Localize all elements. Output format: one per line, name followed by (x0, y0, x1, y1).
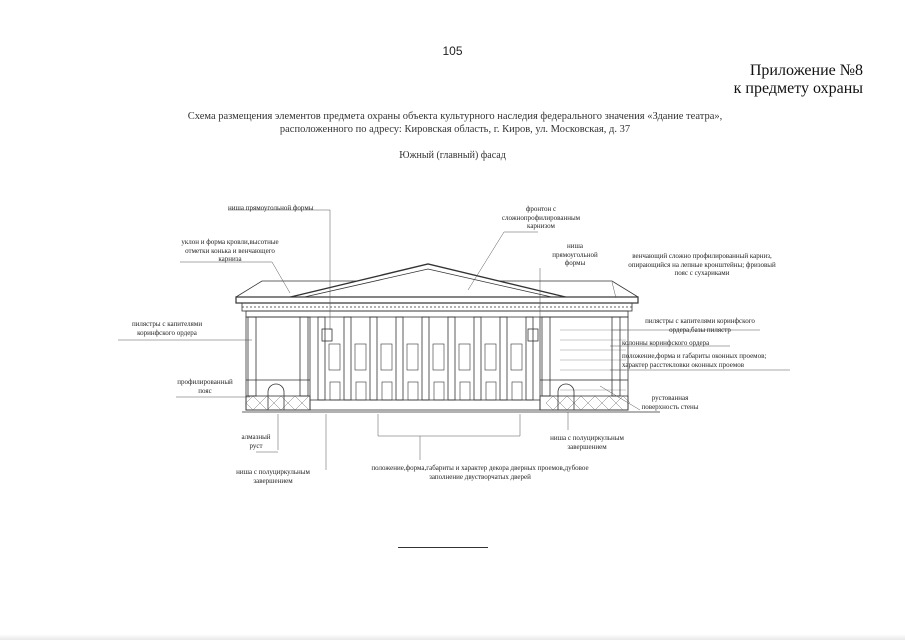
label-rusticated-wall: рустованная поверхность стены (632, 394, 708, 411)
label-line: завершением (567, 442, 607, 451)
niche-semicircle (267, 383, 285, 410)
label-line: сложнопрофилированным (501, 213, 581, 222)
label-niche-semicircle-right: ниша с полуциркульным завершением (534, 434, 640, 451)
column (473, 316, 482, 401)
colonnade (317, 316, 534, 401)
label-line: поверхность стены (641, 402, 699, 411)
label-line: коринфского ордера (137, 328, 197, 337)
label-doors: положение,форма,габариты и характер деко… (350, 464, 610, 481)
label-profiled-belt: профилированный пояс (160, 378, 250, 395)
bottom-rule (398, 547, 488, 548)
label-line: руст (249, 441, 263, 450)
heading-line-2: расположенного по адресу: Кировская обла… (279, 124, 631, 135)
label-line: характер расстекловки оконных проемов (622, 360, 745, 369)
pilaster (611, 316, 621, 397)
label-line: пояс с сухариками (674, 269, 730, 277)
pilaster (247, 316, 257, 397)
facade-title: Южный (главный) фасад (399, 150, 506, 161)
label-line: ниша (567, 242, 583, 250)
label-line: профилированный (177, 378, 233, 386)
label-crowning-cornice: венчающий сложно профилированный карниз,… (612, 252, 792, 278)
pilaster (541, 316, 551, 397)
frieze (241, 302, 633, 312)
column (343, 316, 352, 401)
column (369, 316, 378, 401)
label-line: ордера,базы пилястр (669, 325, 731, 334)
diamond-rust-right (539, 395, 629, 411)
label-line: карнизом (527, 222, 555, 230)
label-line: фронтон с (525, 205, 557, 213)
niche-semicircle (557, 383, 575, 410)
document-heading: Схема размещения элементов предмета охра… (120, 110, 790, 136)
column (525, 316, 534, 401)
label-windows: положение,форма и габариты оконных проем… (622, 352, 766, 369)
label-line: алмазный (241, 433, 271, 441)
label-line: ниша с полуциркульным (236, 468, 310, 476)
crowning-cornice (235, 296, 639, 304)
label-diamond-rust: алмазный руст (236, 433, 276, 450)
rusticated-hatch (560, 329, 626, 391)
pilaster (299, 316, 309, 397)
entablature (245, 310, 629, 318)
diamond-rust-left (245, 395, 311, 411)
label-line: пояс (198, 386, 212, 395)
label-line: формы (564, 259, 586, 267)
label-line: рустованная (651, 394, 689, 402)
label-roof-slope: уклон и форма кровли,высотные отметки ко… (160, 238, 300, 264)
windows-upper (328, 343, 523, 371)
appendix-line-1: Приложение №8 (749, 62, 863, 79)
label-niche-rect-top: ниша прямоугольной формы (228, 204, 314, 212)
label-line: венчающий сложно профилированный карниз, (632, 252, 772, 260)
doors (329, 381, 523, 401)
label-line: положение,форма,габариты и характер деко… (371, 464, 589, 472)
label-pilasters-right: пилястры с капителями коринфского ордера… (620, 317, 780, 334)
column (395, 316, 404, 401)
label-line: заполнение двустворчатых дверей (429, 472, 531, 481)
plinth-center (309, 399, 541, 411)
label-pilasters-left: пилястры с капителями коринфского ордера (112, 320, 222, 337)
label-columns: колонны коринфского ордера (622, 339, 710, 347)
page-number: 105 (442, 44, 463, 58)
label-line: карниза (218, 255, 242, 263)
column (421, 316, 430, 401)
label-line: отметки конька и венчающего (185, 246, 275, 255)
label-line: опирающийся на лепные кронштейны; фризов… (628, 260, 776, 269)
label-niche-semicircle-left: ниша с полуциркульным завершением (220, 468, 326, 485)
label-line: положение,форма и габариты оконных проем… (622, 352, 767, 360)
scan-shadow (0, 634, 905, 640)
label-line: завершением (253, 476, 293, 485)
leader-lines (118, 209, 790, 470)
label-line: пилястры с капителями (131, 320, 203, 328)
heading-line-1: Схема размещения элементов предмета охра… (187, 111, 723, 122)
label-line: ниша с полуциркульным (550, 434, 624, 442)
appendix-caption: Приложение №8 к предмету охраны (734, 62, 863, 98)
column (447, 316, 456, 401)
label-pediment: фронтон с сложнопрофилированным карнизом (496, 205, 586, 231)
appendix-line-2: к предмету охраны (733, 80, 863, 97)
label-line: прямоугольной (552, 250, 598, 259)
diamond-pattern (245, 395, 631, 411)
column (499, 316, 508, 401)
niche-rect (527, 328, 539, 342)
niche-rect (321, 328, 333, 342)
label-line: пилястры с капителями коринфского (645, 317, 755, 325)
column (317, 316, 326, 401)
label-niche-rect-right: ниша прямоугольной формы (540, 242, 610, 268)
label-line: уклон и форма кровли,высотные (181, 238, 279, 246)
